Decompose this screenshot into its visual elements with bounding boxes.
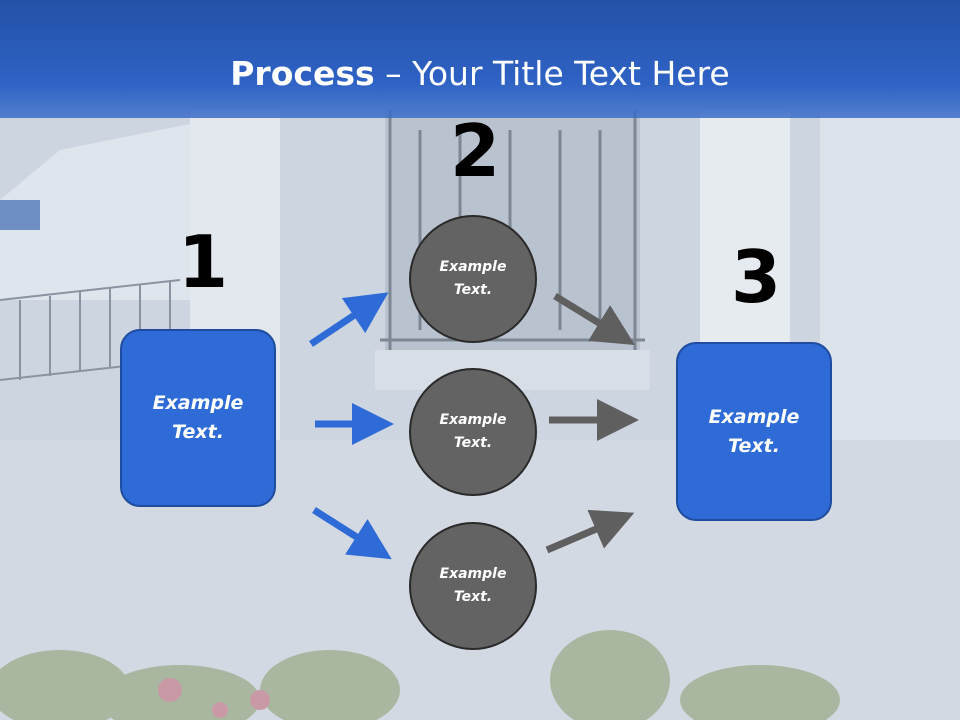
process-circle-middle: Example Text.: [409, 368, 537, 496]
process-circle-top: Example Text.: [409, 215, 537, 343]
left-box-text: Example Text.: [152, 392, 244, 443]
circle-bottom-text: Example Text.: [439, 566, 507, 605]
arrow-left-to-top: [309, 292, 389, 347]
arrow-bottom-to-right: [545, 509, 635, 554]
arrow-left-to-bottom: [312, 507, 392, 560]
circle-top-text: Example Text.: [439, 259, 507, 298]
step-number-3: 3: [731, 235, 782, 319]
title-bold-part: Process: [230, 54, 375, 93]
slide-title: Process – Your Title Text Here: [0, 52, 960, 96]
step-number-2: 2: [450, 109, 501, 193]
title-rest-part: – Your Title Text Here: [374, 54, 730, 93]
left-process-box: Example Text.: [120, 329, 276, 507]
right-process-box: Example Text.: [676, 342, 832, 521]
step-number-1: 1: [178, 220, 229, 304]
title-bar: [0, 0, 960, 118]
process-circle-bottom: Example Text.: [409, 522, 537, 650]
right-box-text: Example Text.: [708, 405, 800, 457]
circle-middle-text: Example Text.: [439, 412, 507, 451]
arrow-top-to-right: [553, 293, 635, 345]
